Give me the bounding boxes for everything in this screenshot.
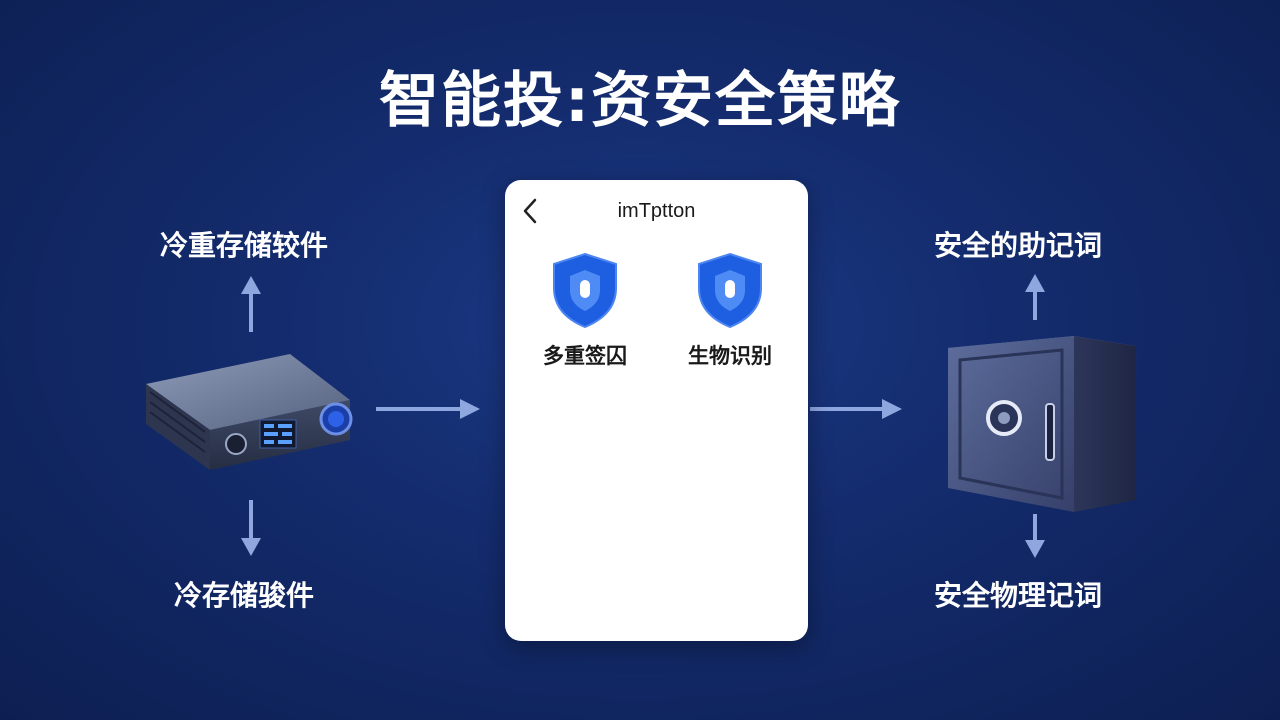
app-title: imTptton <box>617 200 696 222</box>
label-cold-storage: 冷存储骏件 <box>174 579 315 612</box>
arrow-right-phone-to-safe <box>810 399 902 419</box>
arrow-up-left <box>241 276 261 332</box>
label-physical-mnemonic: 安全物理记词 <box>934 579 1103 612</box>
arrow-up-right <box>1025 274 1045 320</box>
page-title: 智能投:资安全策略 <box>379 66 901 136</box>
feature-multisig[interactable]: 多重签囚 <box>525 250 645 370</box>
feature-biometric-label: 生物识别 <box>688 344 772 368</box>
arrow-down-left <box>241 500 261 556</box>
shield-icon <box>553 252 617 329</box>
safe-icon <box>948 336 1136 512</box>
feature-multisig-label: 多重签囚 <box>543 344 627 368</box>
feature-biometric[interactable]: 生物识别 <box>670 250 790 370</box>
shield-icon <box>698 252 762 329</box>
arrow-right-device-to-phone <box>376 399 480 419</box>
arrow-down-right <box>1025 514 1045 558</box>
wallet-app-card: imTptton 多重签囚 生物识别 <box>505 180 808 641</box>
watermark-logo <box>1056 666 1258 708</box>
label-secure-mnemonic: 安全的助记词 <box>934 229 1103 262</box>
hardware-wallet-device-icon <box>146 354 353 470</box>
label-cold-multi-storage: 冷重存储较件 <box>160 229 329 262</box>
back-chevron-icon[interactable] <box>519 196 541 226</box>
